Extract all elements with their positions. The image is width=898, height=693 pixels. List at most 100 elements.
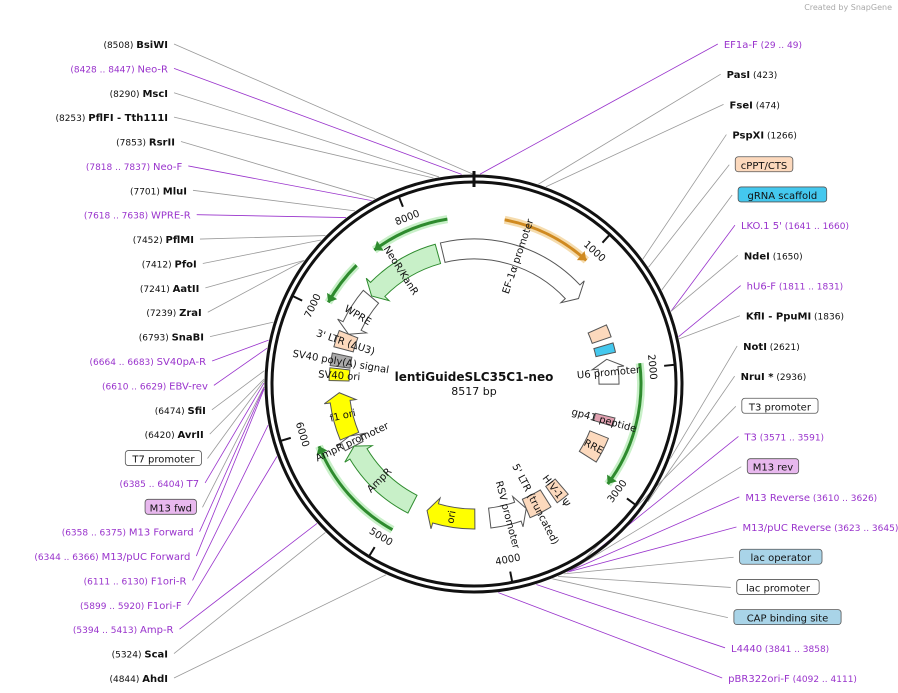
tick-mark <box>278 436 292 443</box>
orf-arrows <box>315 215 645 534</box>
primer-label: (7618 .. 7638) WPRE-R <box>84 211 191 222</box>
label-f1ori-r: (6111 .. 6130) F1ori-R <box>84 576 187 587</box>
label-l4440: L4440 (3841 .. 3858) <box>731 644 829 655</box>
orf-arrowhead <box>326 292 338 303</box>
leader-line <box>569 496 740 572</box>
enzyme-label: PasI (423) <box>727 70 778 81</box>
label-rsrii: (7853) RsrII <box>116 138 175 149</box>
label-m13-reverse: M13 Reverse (3610 .. 3626) <box>745 493 877 504</box>
orf-arrowhead <box>576 250 587 261</box>
label-t7-promoter: T7 promoter <box>124 450 202 466</box>
feature-sv40-ori: SV40 ori <box>318 367 361 383</box>
label-pfoi: (7412) PfoI <box>142 259 197 270</box>
label-neo-f: (7818 .. 7837) Neo-F <box>86 162 183 173</box>
label-kfli: KflI - PpuMI (1836) <box>746 312 844 323</box>
leader-line <box>199 387 265 532</box>
feature-tag-text: lac promoter <box>746 583 811 594</box>
label-zrai: (7239) ZraI <box>146 308 201 319</box>
feature-cppt-cts <box>587 324 612 344</box>
enzyme-label: PspXI (1266) <box>732 131 797 142</box>
label-m13-forward: (6358 .. 6375) M13 Forward <box>62 528 194 539</box>
leader-line <box>479 43 719 175</box>
orf-arrowhead <box>316 446 328 456</box>
enzyme-label: (5324) ScaI <box>112 650 168 661</box>
leader-line <box>204 382 265 484</box>
leader-line <box>558 576 731 588</box>
primer-label: EF1a-F (29 .. 49) <box>724 40 802 51</box>
primer-label: (5394 .. 5413) Amp-R <box>73 625 174 636</box>
leader-line <box>563 556 734 575</box>
feature-shape <box>336 432 366 452</box>
enzyme-label: NdeI (1650) <box>744 251 803 262</box>
label-ahdi: (4844) AhdI <box>109 674 168 685</box>
feature-label: SV40 ori <box>318 369 361 383</box>
feature-tag-text: T3 promoter <box>748 402 812 413</box>
tick-mark <box>626 497 638 507</box>
backbone-ring <box>264 171 684 594</box>
enzyme-label: (7452) PflMI <box>133 235 194 246</box>
label-pspxi: PspXI (1266) <box>732 131 797 142</box>
feature-rre: RRE <box>578 430 610 463</box>
leader-line <box>192 189 356 212</box>
outer-labels: EF1a-F (29 .. 49)PasI (423)FseI (474)Psp… <box>34 40 898 685</box>
primer-label: (6610 .. 6629) EBV-rev <box>102 381 208 392</box>
primer-label: pBR322ori-F (4092 .. 4111) <box>728 674 857 685</box>
plasmid-name: lentiGuideSLC35C1-neo <box>395 370 554 384</box>
tick-label: 4000 <box>494 552 521 568</box>
label-cppt-cts: cPPT/CTS <box>734 156 794 173</box>
leader-line <box>173 92 440 178</box>
feature-shape <box>587 324 612 344</box>
orf-arc <box>606 363 643 485</box>
leader-line <box>536 584 726 649</box>
label-m13-fwd: M13 fwd <box>144 498 197 515</box>
label-lac-operator: lac operator <box>739 548 823 565</box>
leader-line <box>209 321 274 338</box>
feature-tag-text: gRNA scaffold <box>748 191 818 202</box>
feature-tag <box>746 458 800 475</box>
label-snabi: (6793) SnaBI <box>139 333 204 344</box>
label-nrui-: NruI * (2936) <box>741 372 807 383</box>
leader-line <box>669 345 738 459</box>
leader-line <box>173 574 387 679</box>
label-scai: (5324) ScaI <box>112 650 168 661</box>
feature-tag-text: M13 rev <box>753 463 794 474</box>
plasmid-size: 8517 bp <box>451 385 496 398</box>
orf-arc <box>504 218 588 262</box>
feature-tag <box>733 609 842 626</box>
label-t7: (6385 .. 6404) T7 <box>119 479 199 490</box>
label-amp-r: (5394 .. 5413) Amp-R <box>73 625 174 636</box>
label-avrii: (6420) AvrII <box>145 430 204 441</box>
feature-shape <box>521 489 552 519</box>
feature-ori: ori <box>426 496 476 530</box>
leader-line <box>538 73 721 185</box>
tick-mark <box>509 571 514 584</box>
leader-line <box>670 224 736 312</box>
feature-tag <box>736 579 820 595</box>
orf-arrowhead <box>374 240 384 251</box>
primer-label: M13 Reverse (3610 .. 3626) <box>745 493 877 504</box>
leader-line <box>545 104 724 188</box>
leader-line <box>202 239 322 264</box>
feature-tag <box>737 186 828 203</box>
label-msci: (8290) MscI <box>110 89 168 100</box>
enzyme-label: (8290) MscI <box>110 89 168 100</box>
enzyme-label: NotI (2621) <box>743 342 800 353</box>
leader-line <box>209 378 265 435</box>
label-mlui: (7701) MluI <box>130 186 187 197</box>
leader-line <box>552 578 728 619</box>
primer-label: (8428 .. 8447) Neo-R <box>70 64 168 75</box>
orf-arrowhead <box>607 474 617 485</box>
feature-neor-kanr: NeoR/KanR <box>365 243 442 302</box>
label-cap-binding-site: CAP binding site <box>733 609 842 626</box>
primer-label: L4440 (3841 .. 3858) <box>731 644 829 655</box>
leader-line <box>173 68 462 175</box>
feature-shape <box>592 412 616 427</box>
primer-label: (6664 .. 6683) SV40pA-R <box>90 357 207 368</box>
enzyme-label: (7239) ZraI <box>146 308 201 319</box>
primer-label: LKO.1 5' (1641 .. 1660) <box>741 221 849 232</box>
label-sv40pa-r: (6664 .. 6683) SV40pA-R <box>90 357 207 368</box>
leader-line <box>180 141 376 200</box>
tick-mark <box>367 546 376 558</box>
feature-tag-text: lac operator <box>751 553 812 564</box>
enzyme-label: (4844) AhdI <box>109 674 168 685</box>
